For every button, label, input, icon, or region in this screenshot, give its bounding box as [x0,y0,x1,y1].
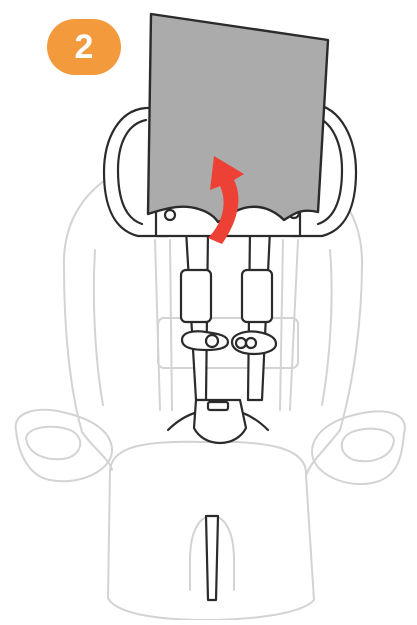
right-armrest-cup [342,429,394,461]
step-badge: 2 [47,19,121,75]
seat-cover-panel [148,14,328,222]
chest-clip-ring-left [236,338,246,348]
crotch-strap [206,516,218,600]
right-shoulder-pad [242,270,272,322]
step-number: 2 [75,30,94,64]
buckle-release-button [208,402,228,410]
headrest-clip-left [165,210,175,220]
chest-clip-button [206,335,218,347]
left-armrest-cup [26,427,80,459]
left-shoulder-pad [181,270,211,322]
seat-back-inner-left [94,250,103,405]
headrest-rail [170,240,172,410]
seat-back-inner-right [322,250,332,405]
headrest-rail [290,240,298,410]
left-armrest [16,410,112,482]
seat-back-side-left [64,268,82,432]
headrest-rail [280,240,283,410]
chest-clip-ring-right [246,338,256,348]
